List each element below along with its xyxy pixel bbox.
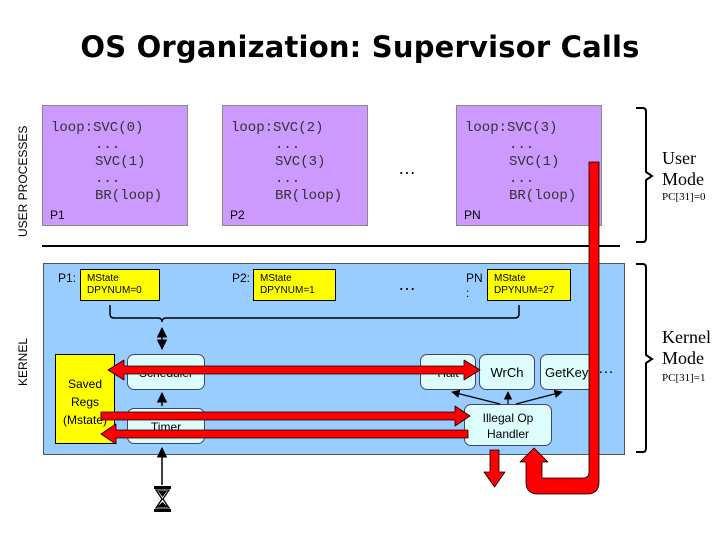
saved-regs-line: Saved: [67, 377, 103, 391]
dispatch-halt-arrow: [451, 389, 501, 405]
code-line: ...: [275, 171, 301, 187]
kernel-mode-label: Kernel Mode: [662, 327, 711, 369]
code-line: ...: [509, 137, 535, 153]
handler-ellipsis: …: [598, 360, 614, 377]
svc-trap-red-arrow: [519, 161, 600, 495]
mstate-line: MState: [494, 273, 526, 284]
mstate-box-p1: MState DPYNUM=0: [80, 269, 160, 301]
mstate-label-p1: P1:: [58, 271, 77, 285]
code-line: SVC(3): [275, 154, 326, 170]
code-line: ...: [95, 137, 121, 153]
handler-exit-red-arrow: [483, 449, 506, 488]
saved-regs-box: Saved Regs (Mstate): [55, 354, 115, 444]
user-mode-label: User Mode: [662, 148, 704, 190]
kernel-ellipsis: …: [398, 274, 416, 294]
restore-state-red-arrow: [100, 423, 469, 445]
getkey-box: GetKey: [540, 354, 594, 390]
kernel-mode-line2: Mode: [662, 348, 704, 368]
code-line: BR(loop): [95, 188, 163, 204]
code-line: loop:SVC(3): [465, 120, 558, 136]
code-line: SVC(1): [509, 154, 560, 170]
illegal-op-line: Handler: [486, 427, 530, 441]
hourglass-icon: [154, 486, 171, 512]
user-mode-line2: Mode: [662, 169, 704, 189]
save-state-red-arrow: [100, 405, 471, 427]
code-line: BR(loop): [509, 188, 577, 204]
saved-regs-line: Regs: [70, 395, 99, 409]
illegal-op-handler-box: Illegal Op Handler: [464, 404, 552, 446]
mstate-line: DPYNUM=0: [87, 285, 142, 296]
code-line: loop:SVC(0): [51, 120, 144, 136]
process-box-pn: loop:SVC(3) ... SVC(1) ... BR(loop) PN: [456, 105, 602, 226]
code-line: ...: [509, 171, 535, 187]
code-line: BR(loop): [275, 188, 343, 204]
mstate-box-pn: MState DPYNUM=27: [487, 269, 571, 301]
kernel-mode-pc: PC[31]=1: [662, 372, 706, 384]
mstate-label-p2: P2:: [232, 271, 251, 285]
mstate-box-p2: MState DPYNUM=1: [253, 269, 336, 301]
wrch-box: WrCh: [479, 354, 535, 390]
code-line: ...: [95, 171, 121, 187]
dispatch-getkey-arrow: [515, 389, 563, 405]
process-name: P1: [50, 208, 65, 222]
page-title: OS Organization: Supervisor Calls: [80, 30, 640, 64]
kernel-mode-line1: Kernel: [662, 327, 711, 347]
process-box-p2: loop:SVC(2) ... SVC(3) ... BR(loop) P2: [222, 105, 368, 226]
mstate-label-pn-colon: :: [466, 286, 470, 300]
mstate-label-pn: PN: [466, 271, 483, 285]
user-mode-line1: User: [662, 148, 696, 168]
scheduler-wrch-red-arrow: [107, 359, 481, 381]
saved-regs-line: (Mstate): [62, 413, 107, 427]
code-line: loop:SVC(2): [231, 120, 324, 136]
mstate-line: MState: [260, 273, 292, 284]
mstate-line: DPYNUM=1: [260, 285, 315, 296]
code-line: ...: [275, 137, 301, 153]
process-box-p1: loop:SVC(0) ... SVC(1) ... BR(loop) P1: [42, 105, 188, 226]
user-mode-pc: PC[31]=0: [662, 191, 706, 203]
mstate-line: DPYNUM=27: [494, 285, 555, 296]
user-ellipsis: …: [398, 158, 416, 178]
illegal-op-line: Illegal Op: [482, 411, 534, 425]
process-name: P2: [230, 208, 245, 222]
mstate-line: MState: [87, 273, 119, 284]
code-line: SVC(1): [95, 154, 146, 170]
mstate-brace: [109, 305, 520, 323]
kernel-mode-bracket: [636, 263, 654, 453]
user-mode-bracket: [636, 107, 654, 243]
process-name: PN: [464, 208, 481, 222]
